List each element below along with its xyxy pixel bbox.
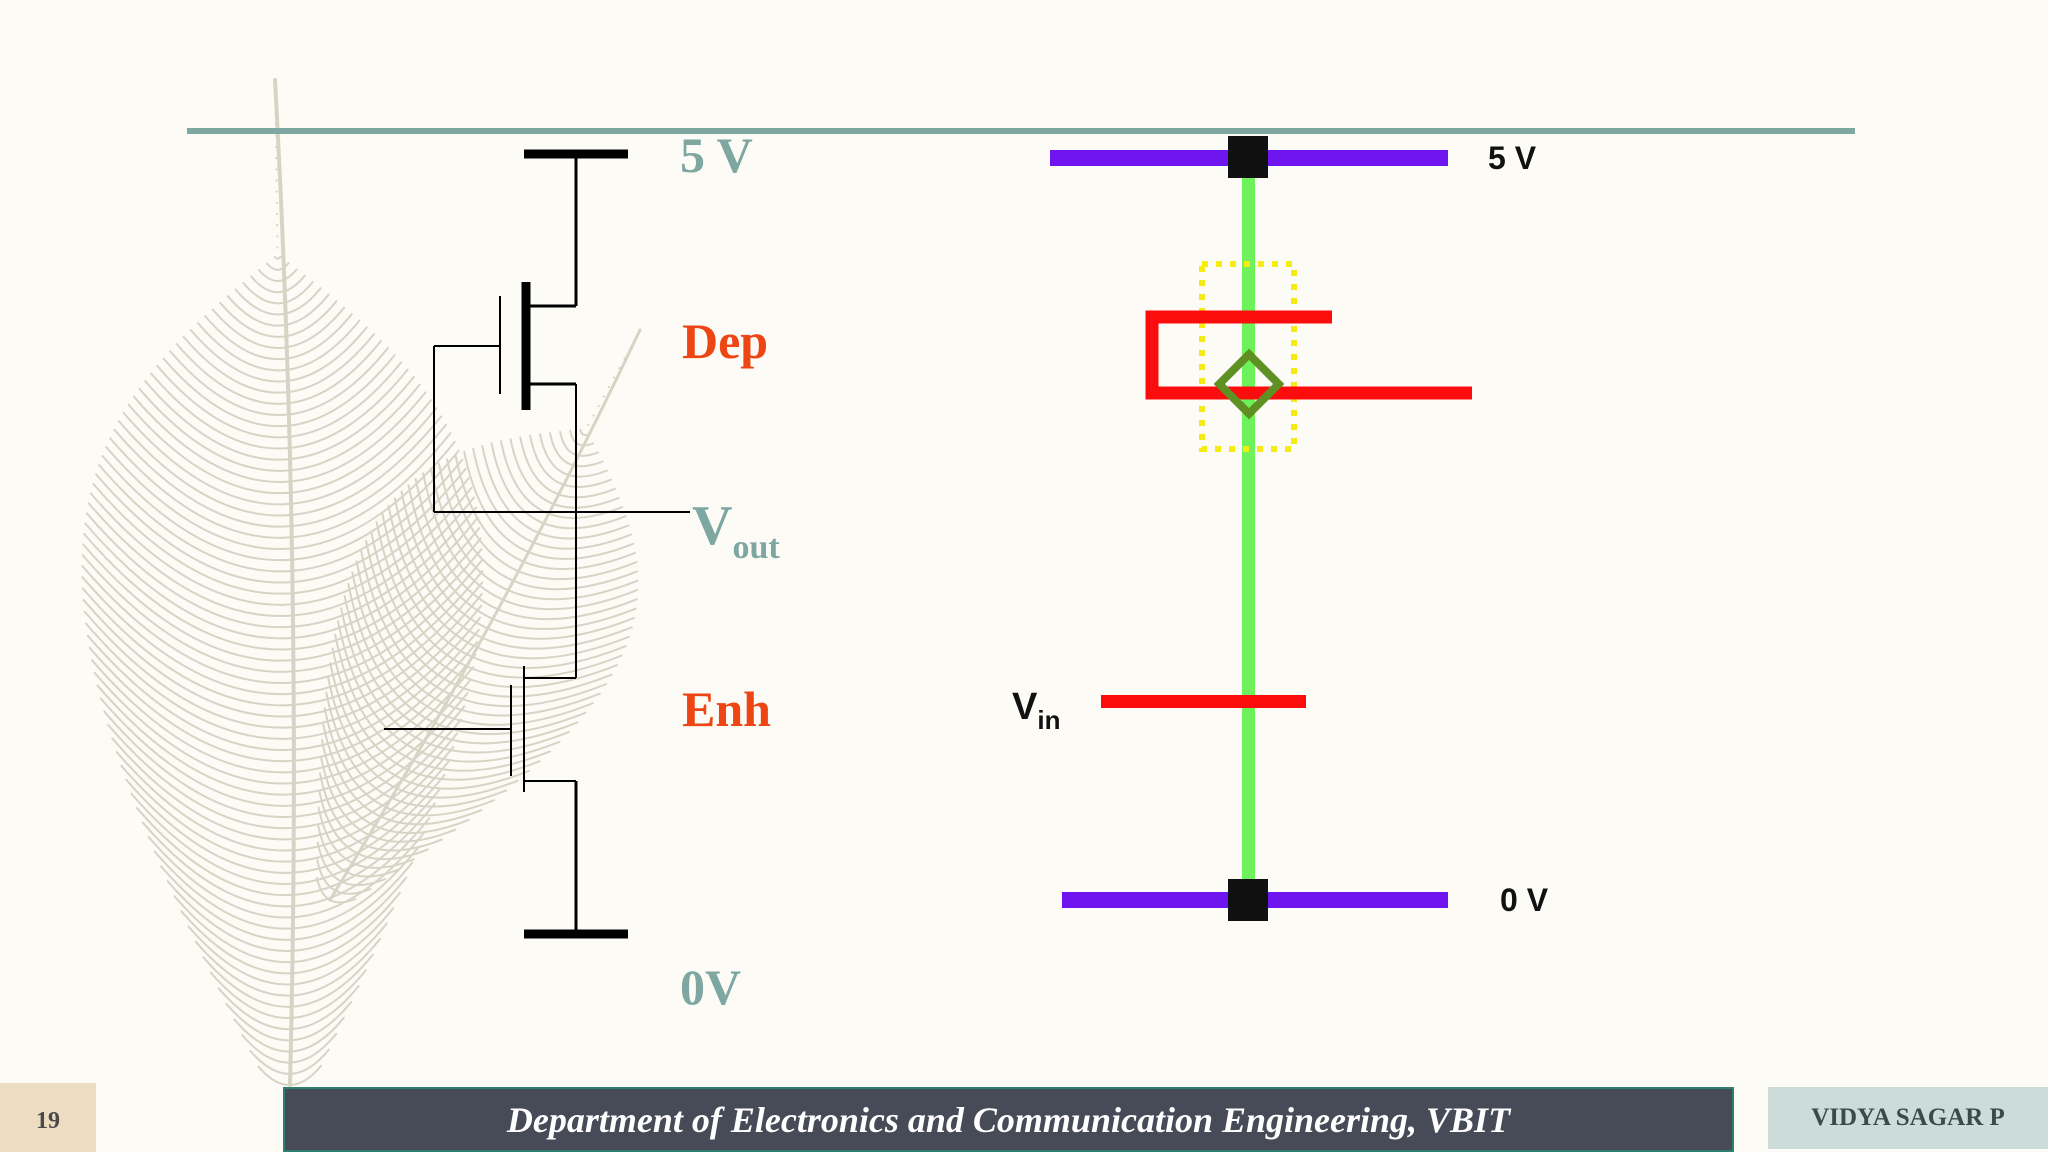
depletion-transistor-label: Dep — [682, 313, 769, 369]
layout-ground-label: 0 V — [1500, 882, 1549, 918]
vin-poly-gate — [1101, 695, 1306, 708]
vin-label: Vin — [1012, 688, 1060, 733]
department-footer: Department of Electronics and Communicat… — [283, 1087, 1734, 1152]
vout-main-text: V — [692, 495, 733, 557]
vout-subscript: out — [732, 529, 780, 566]
author-box: VIDYA SAGAR P — [1768, 1087, 2048, 1149]
enhancement-transistor-label: Enh — [682, 681, 771, 737]
layout-supply-label: 5 V — [1488, 140, 1537, 176]
dep-poly-gate — [1145, 310, 1472, 400]
vin-main-text: V — [1012, 686, 1038, 728]
vdd-contact-cut — [1228, 136, 1268, 178]
slide-number: 19 — [0, 1083, 96, 1152]
ground-voltage-label: 0V — [680, 959, 742, 1015]
department-text: Department of Electronics and Communicat… — [506, 1099, 1511, 1140]
vin-subscript: in — [1037, 705, 1061, 735]
gnd-contact-cut — [1228, 879, 1268, 921]
author-name: VIDYA SAGAR P — [1811, 1104, 2005, 1131]
depletion-implant — [1199, 261, 1297, 452]
supply-voltage-label: 5 V — [680, 127, 753, 183]
buried-contact — [1213, 348, 1285, 420]
diffusion-path — [1242, 150, 1255, 902]
vout-label: Vout — [692, 498, 780, 565]
